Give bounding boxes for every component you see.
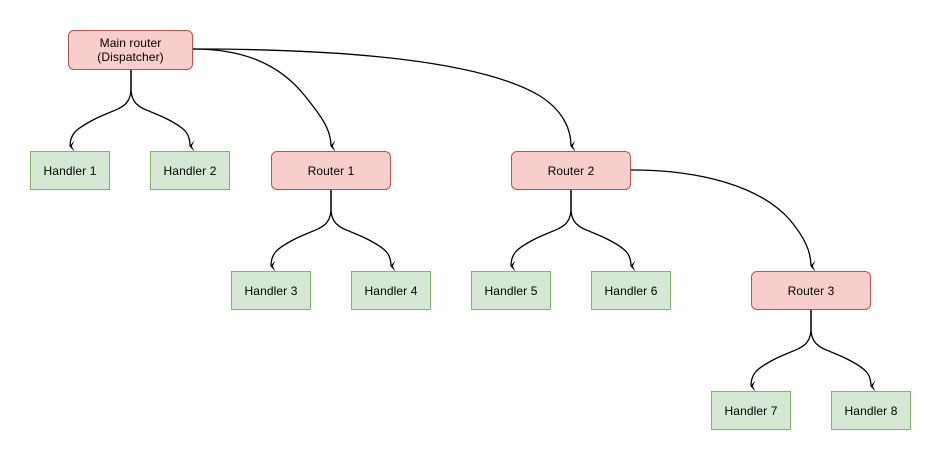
node-label-main-router: Main router (Dispatcher) — [97, 36, 164, 64]
node-label-handler-7: Handler 7 — [724, 403, 778, 418]
node-label-handler-3: Handler 3 — [244, 283, 298, 298]
node-handler-5[interactable]: Handler 5 — [471, 271, 551, 310]
node-label-router-2: Router 2 — [547, 163, 595, 178]
node-router-1[interactable]: Router 1 — [271, 151, 391, 190]
node-label-router-3: Router 3 — [787, 283, 835, 298]
edge-router-2-to-handler-5 — [510, 190, 572, 272]
node-main-router[interactable]: Main router (Dispatcher) — [68, 30, 193, 70]
node-handler-4[interactable]: Handler 4 — [351, 271, 431, 310]
node-handler-3[interactable]: Handler 3 — [231, 271, 311, 310]
node-label-handler-2: Handler 2 — [163, 163, 217, 178]
edge-router-2-to-handler-6 — [570, 190, 636, 272]
edge-router-1-to-handler-3 — [270, 190, 332, 272]
node-handler-8[interactable]: Handler 8 — [831, 391, 911, 430]
node-handler-7[interactable]: Handler 7 — [711, 391, 791, 430]
edge-router-1-to-handler-4 — [330, 190, 396, 272]
node-label-handler-1: Handler 1 — [43, 163, 97, 178]
edge-router-2-to-router-3 — [630, 169, 816, 272]
edge-paths — [69, 48, 876, 392]
edge-router-3-to-handler-7 — [750, 310, 812, 392]
node-handler-1[interactable]: Handler 1 — [30, 151, 110, 190]
edge-main-to-handler-1 — [69, 70, 132, 152]
node-label-router-1: Router 1 — [307, 163, 355, 178]
node-handler-6[interactable]: Handler 6 — [591, 271, 671, 310]
edge-main-to-handler-2 — [130, 70, 195, 152]
node-label-handler-4: Handler 4 — [364, 283, 418, 298]
node-label-handler-6: Handler 6 — [604, 283, 658, 298]
node-router-2[interactable]: Router 2 — [511, 151, 631, 190]
node-router-3[interactable]: Router 3 — [751, 271, 871, 310]
node-label-handler-8: Handler 8 — [844, 403, 898, 418]
node-label-handler-5: Handler 5 — [484, 283, 538, 298]
edge-main-to-router-2 — [192, 48, 576, 152]
edge-main-to-router-1 — [192, 48, 336, 152]
edge-router-3-to-handler-8 — [810, 310, 876, 392]
node-handler-2[interactable]: Handler 2 — [150, 151, 230, 190]
